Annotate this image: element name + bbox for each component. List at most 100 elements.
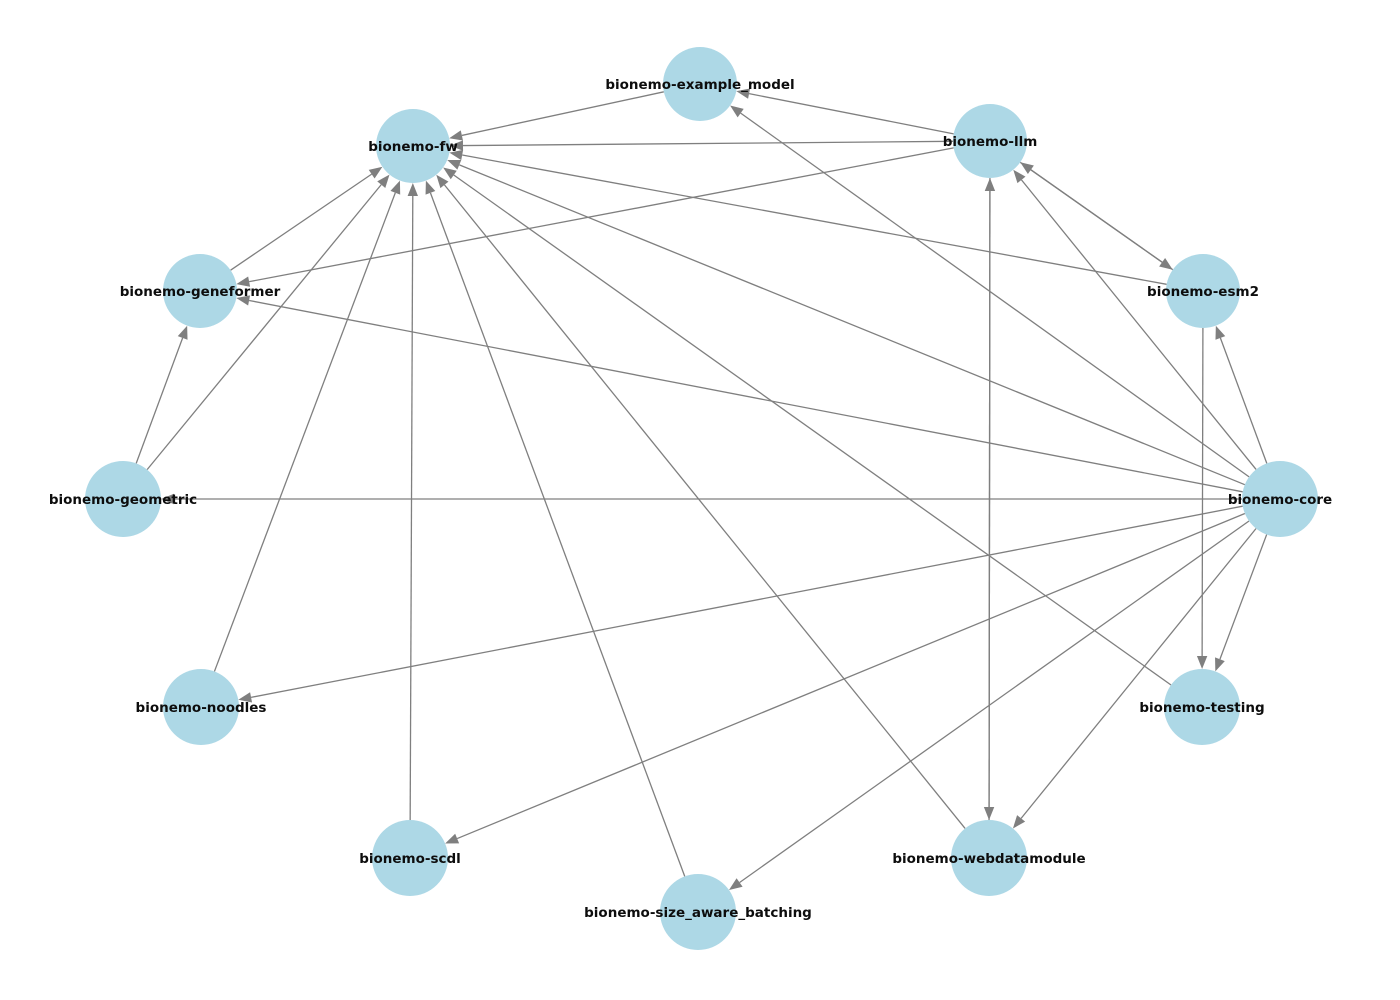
edge-line xyxy=(988,177,991,808)
edge-arrowhead-icon xyxy=(728,878,743,891)
edge-line xyxy=(461,91,664,137)
edge-line xyxy=(739,520,1250,884)
node-bionemo-geometric[interactable]: bionemo-geometric xyxy=(49,461,197,537)
edge-line xyxy=(456,512,1246,840)
edge-arrowhead-icon xyxy=(425,180,436,195)
edge-arrowhead-icon xyxy=(1215,325,1226,340)
node-bionemo-fw[interactable]: bionemo-fw xyxy=(368,109,458,183)
edge-arrowhead-icon xyxy=(449,130,463,141)
edge-line xyxy=(1030,169,1174,271)
edge-arrowhead-icon xyxy=(236,295,251,306)
nodes-layer: bionemo-fw bionemo-example_model bionemo-l… xyxy=(49,47,1332,950)
node-circle[interactable] xyxy=(85,461,161,537)
edge-arrowhead-icon xyxy=(407,183,418,197)
edge-line xyxy=(248,299,1243,493)
node-bionemo-llm[interactable]: bionemo-llm xyxy=(943,104,1038,178)
edge-arrowhead-icon xyxy=(449,149,464,161)
node-bionemo-example_model[interactable]: bionemo-example_model xyxy=(605,47,795,121)
edge-arrowhead-icon xyxy=(1012,815,1026,829)
edge-bionemo-core--bionemo-esm2 xyxy=(1215,325,1268,464)
edge-line xyxy=(443,184,966,829)
edge-line xyxy=(1219,337,1268,464)
node-label: bionemo-noodles xyxy=(136,700,267,716)
node-label: bionemo-core xyxy=(1228,492,1332,508)
edge-line xyxy=(429,192,686,877)
node-circle[interactable] xyxy=(951,820,1027,896)
edge-arrowhead-icon xyxy=(368,166,383,179)
edge-arrowhead-icon xyxy=(1215,657,1225,672)
edge-bionemo-noodles--bionemo-fw xyxy=(213,180,401,672)
node-label: bionemo-llm xyxy=(943,134,1038,150)
edge-line xyxy=(459,164,1246,486)
node-bionemo-esm2[interactable]: bionemo-esm2 xyxy=(1147,254,1259,328)
edge-line xyxy=(146,184,382,471)
edge-bionemo-size_aware_batching--bionemo-fw xyxy=(425,180,686,877)
node-label: bionemo-fw xyxy=(368,139,458,155)
edge-bionemo-core--bionemo-example_model xyxy=(730,105,1250,478)
node-bionemo-testing[interactable]: bionemo-testing xyxy=(1139,669,1265,745)
node-label: bionemo-webdatamodule xyxy=(892,851,1085,867)
edge-bionemo-webdatamodule--bionemo-fw xyxy=(436,174,966,829)
edge-bionemo-core--bionemo-scdl xyxy=(445,512,1246,844)
node-bionemo-webdatamodule[interactable]: bionemo-webdatamodule xyxy=(892,820,1086,896)
node-bionemo-scdl[interactable]: bionemo-scdl xyxy=(359,820,461,896)
node-circle[interactable] xyxy=(953,104,1027,178)
edge-bionemo-testing--bionemo-fw xyxy=(443,167,1172,686)
node-bionemo-size_aware_batching[interactable]: bionemo-size_aware_batching xyxy=(584,874,812,950)
edge-arrowhead-icon xyxy=(450,140,464,151)
node-circle[interactable] xyxy=(1164,669,1240,745)
node-circle[interactable] xyxy=(376,109,450,183)
edge-bionemo-llm--bionemo-webdatamodule xyxy=(983,177,995,820)
edge-bionemo-example_model--bionemo-fw xyxy=(449,91,664,141)
edge-bionemo-core--bionemo-geometric xyxy=(161,493,1242,505)
edge-arrowhead-icon xyxy=(161,493,174,505)
node-bionemo-noodles[interactable]: bionemo-noodles xyxy=(136,669,267,745)
edge-bionemo-llm--bionemo-example_model xyxy=(736,88,954,135)
node-label: bionemo-testing xyxy=(1139,700,1264,716)
node-circle[interactable] xyxy=(163,669,239,745)
edge-line xyxy=(1020,528,1257,819)
edge-arrowhead-icon xyxy=(236,276,251,287)
node-circle[interactable] xyxy=(372,820,448,896)
edge-bionemo-geometric--bionemo-fw xyxy=(146,174,390,471)
edge-arrowhead-icon xyxy=(390,180,401,195)
edge-bionemo-esm2--bionemo-llm xyxy=(1020,162,1174,271)
node-circle[interactable] xyxy=(1166,254,1240,328)
edge-arrowhead-icon xyxy=(730,105,744,118)
node-bionemo-geneformer[interactable]: bionemo-geneformer xyxy=(120,254,281,328)
edge-line xyxy=(1201,327,1204,657)
edge-line xyxy=(409,195,414,821)
edge-arrowhead-icon xyxy=(1013,169,1026,184)
edges-layer xyxy=(135,88,1268,891)
edge-bionemo-core--bionemo-testing xyxy=(1215,534,1268,672)
edge-arrowhead-icon xyxy=(447,159,462,170)
node-circle[interactable] xyxy=(663,47,737,121)
edge-line xyxy=(748,93,954,135)
node-circle[interactable] xyxy=(1242,461,1318,537)
edge-line xyxy=(248,147,954,283)
edge-arrowhead-icon xyxy=(238,692,253,703)
edge-arrowhead-icon xyxy=(1020,162,1034,175)
edge-arrowhead-icon xyxy=(1196,655,1208,669)
edge-line xyxy=(740,112,1250,478)
edge-arrowhead-icon xyxy=(436,174,449,189)
node-circle[interactable] xyxy=(660,874,736,950)
edge-bionemo-core--bionemo-noodles xyxy=(238,505,1243,703)
edge-arrowhead-icon xyxy=(443,167,457,180)
node-circle[interactable] xyxy=(163,254,237,328)
edge-arrowhead-icon xyxy=(736,88,751,99)
edge-line xyxy=(462,154,1167,285)
node-label: bionemo-example_model xyxy=(605,77,794,93)
edge-line xyxy=(1219,534,1268,660)
edge-bionemo-esm2--bionemo-fw xyxy=(449,149,1167,285)
node-bionemo-core[interactable]: bionemo-core xyxy=(1228,461,1332,537)
edge-line xyxy=(1020,179,1257,470)
edge-line xyxy=(250,505,1243,698)
node-label: bionemo-geneformer xyxy=(120,284,281,300)
edge-arrowhead-icon xyxy=(983,806,995,820)
edge-line xyxy=(213,192,396,672)
edge-line xyxy=(453,174,1172,686)
edge-bionemo-geometric--bionemo-geneformer xyxy=(135,325,188,464)
